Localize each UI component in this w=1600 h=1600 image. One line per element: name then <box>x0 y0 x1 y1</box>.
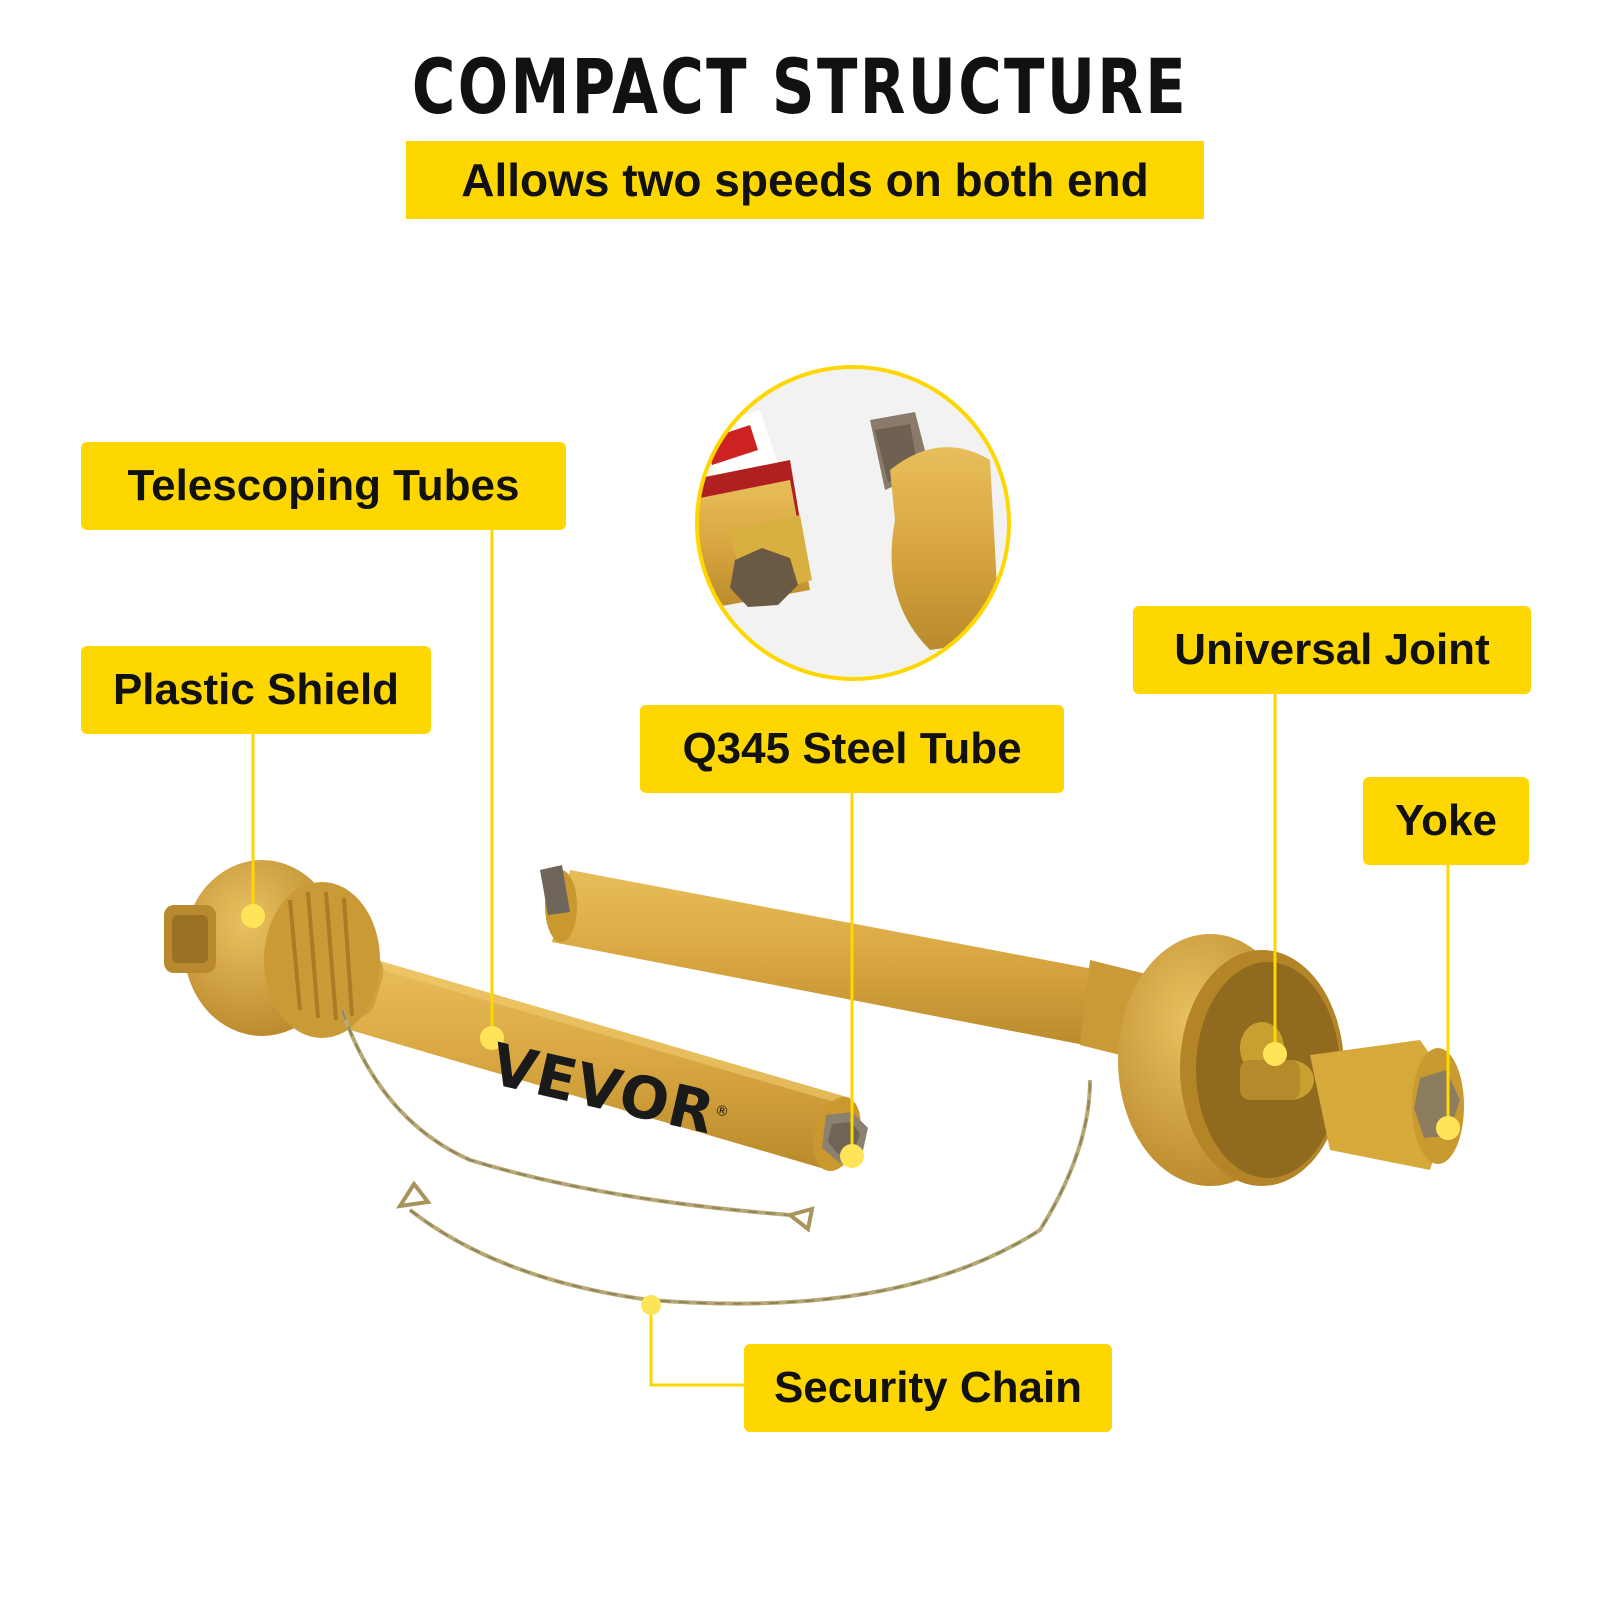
zoom-inset <box>695 365 1011 681</box>
callout-universal-joint: Universal Joint <box>1133 606 1531 694</box>
security-chain-graphic <box>340 1009 1092 1306</box>
callout-plastic-shield: Plastic Shield <box>81 646 431 734</box>
left-shaft <box>164 860 868 1172</box>
right-shaft <box>540 865 1464 1186</box>
callout-telescoping-tubes: Telescoping Tubes <box>81 442 566 530</box>
page-title: COMPACT STRUCTURE <box>411 42 1189 131</box>
callout-yoke: Yoke <box>1363 777 1529 865</box>
callout-security-chain: Security Chain <box>744 1344 1112 1432</box>
subtitle-banner: Allows two speeds on both end <box>406 141 1204 219</box>
callout-leaders <box>251 530 1450 1387</box>
callout-dots <box>241 904 1460 1315</box>
callout-q345-steel-tube: Q345 Steel Tube <box>640 705 1064 793</box>
